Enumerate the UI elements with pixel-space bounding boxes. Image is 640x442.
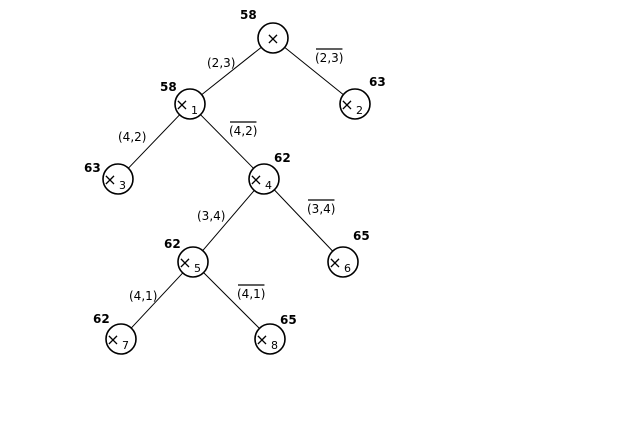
- node-label-x7: ×: [106, 330, 119, 349]
- node-cost-x8: 65: [280, 313, 297, 327]
- node-circle-x5: [177, 246, 209, 278]
- node-x3: ×3 63: [84, 161, 134, 195]
- node-cost-x3: 63: [84, 161, 101, 175]
- node-subscript-x3: 3: [119, 179, 126, 192]
- node-x7: ×7 62: [93, 312, 137, 355]
- node-subscript-x6: 6: [344, 262, 351, 275]
- edge-label-x5-x8: (4,1): [237, 287, 265, 301]
- node-circle-x7: [105, 323, 137, 355]
- node-label-x6: ×: [328, 253, 341, 272]
- node-label-x8: ×: [255, 330, 268, 349]
- node-x2: ×2 63: [339, 75, 386, 120]
- edge-x4-x5: [202, 190, 255, 251]
- node-cost-x7: 62: [93, 312, 110, 326]
- edge-x1-x4: [200, 114, 254, 169]
- node-circle-x8: [254, 323, 286, 355]
- node-circle-x3: [102, 163, 134, 195]
- node-cost-x4: 62: [274, 151, 291, 165]
- edge-x5-x7: [130, 272, 184, 329]
- edge-label-x5-x7: (4,1): [129, 289, 157, 303]
- edge-label-x1-x3: (4,2): [118, 130, 146, 144]
- edge-label-root-x2: (2,3): [315, 51, 343, 65]
- edge-label-x4-x5: (3,4): [197, 209, 225, 223]
- node-label-x1: ×: [175, 95, 188, 114]
- node-subscript-x5: 5: [194, 262, 201, 275]
- node-label-x4: ×: [249, 170, 262, 189]
- node-cost-x6: 65: [353, 229, 370, 243]
- node-root: × 58: [240, 8, 289, 54]
- edge-label-root-x1: (2,3): [207, 56, 235, 70]
- edge-label-x1-x4: (4,2): [229, 124, 257, 138]
- node-label-x2: ×: [340, 95, 353, 114]
- node-subscript-x2: 2: [356, 104, 363, 117]
- node-x5: ×5 62: [164, 237, 209, 278]
- node-subscript-x8: 8: [271, 339, 278, 352]
- edge-x5-x8: [203, 272, 260, 329]
- edge-root-x1: [201, 46, 262, 96]
- node-x1: ×1 58: [160, 80, 206, 120]
- node-cost-root: 58: [240, 8, 257, 22]
- node-label-root: ×: [266, 29, 279, 48]
- node-cost-x5: 62: [164, 237, 181, 251]
- node-x8: ×865: [254, 313, 297, 355]
- node-subscript-x1: 1: [191, 104, 198, 117]
- node-subscript-x4: 4: [265, 179, 272, 192]
- node-cost-x1: 58: [160, 80, 177, 94]
- node-x6: ×6 65: [327, 229, 370, 278]
- node-circle-x2: [339, 88, 371, 120]
- edge-x1-x3: [128, 114, 180, 169]
- node-circle-x1: [174, 88, 206, 120]
- node-circle-root: [257, 22, 289, 54]
- edge-label-x4-x6: (3,4): [307, 202, 335, 216]
- node-circle-x6: [327, 246, 359, 278]
- edge-x4-x6: [273, 189, 334, 252]
- node-cost-x2: 63: [369, 75, 386, 89]
- node-label-x3: ×: [103, 170, 116, 189]
- node-x4: ×4 62: [248, 151, 291, 195]
- node-label-x5: ×: [178, 253, 191, 272]
- node-circle-x4: [248, 163, 280, 195]
- edge-root-x2: [284, 47, 344, 95]
- node-subscript-x7: 7: [122, 339, 129, 352]
